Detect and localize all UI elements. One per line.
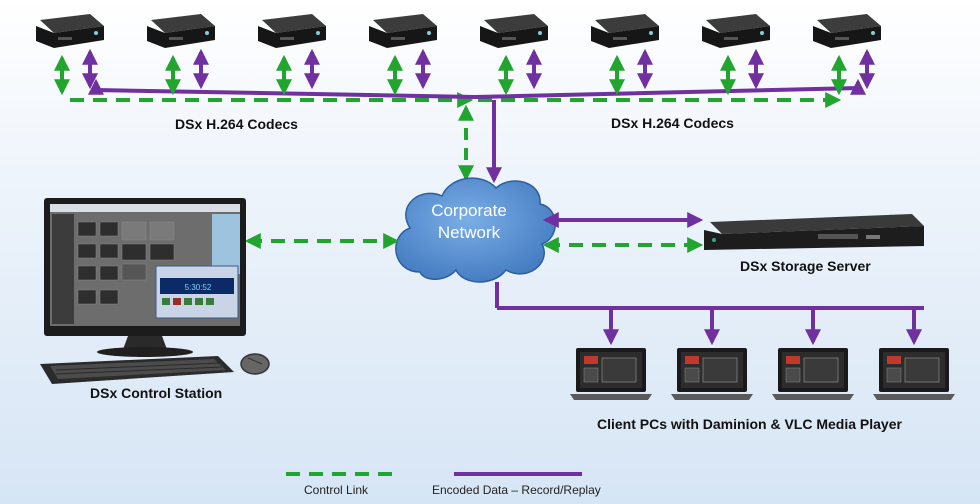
storage-server-device [704, 214, 924, 250]
codecs-left-label: DSx H.264 Codecs [175, 116, 298, 132]
data-bus [88, 78, 866, 100]
client-laptop [570, 348, 652, 400]
codec-devices [36, 14, 881, 48]
client-pcs-label: Client PCs with Daminion & VLC Media Pla… [597, 416, 902, 432]
codec-device [36, 14, 104, 48]
client-laptop [671, 348, 753, 400]
codecs-right-label: DSx H.264 Codecs [611, 115, 734, 131]
codec-bus [54, 48, 875, 108]
legend-control-label: Control Link [304, 483, 369, 497]
codec-device [258, 14, 326, 48]
client-drop-arrows [603, 308, 922, 346]
client-laptops [570, 348, 955, 400]
control-station-label: DSx Control Station [90, 385, 223, 401]
control-station-device: 5:30:52 [40, 198, 270, 384]
cloud-label-line2: Network [437, 223, 501, 242]
legend-data-label: Encoded Data – Record/Replay [432, 483, 601, 497]
codec-device [480, 14, 548, 48]
corporate-network-cloud [395, 177, 556, 283]
cloud-label-line1: Corporate [431, 201, 507, 220]
codec-device [702, 14, 770, 48]
client-laptop [772, 348, 854, 400]
codec-device [591, 14, 659, 48]
codec-device [813, 14, 881, 48]
cloud-label: Corporate Network [398, 200, 540, 244]
client-distribution [495, 282, 924, 346]
station-clock: 5:30:52 [185, 283, 212, 292]
codec-link-arrows [54, 48, 875, 96]
storage-server-label: DSx Storage Server [740, 258, 871, 274]
client-laptop [873, 348, 955, 400]
codec-device [369, 14, 437, 48]
codec-device [147, 14, 215, 48]
